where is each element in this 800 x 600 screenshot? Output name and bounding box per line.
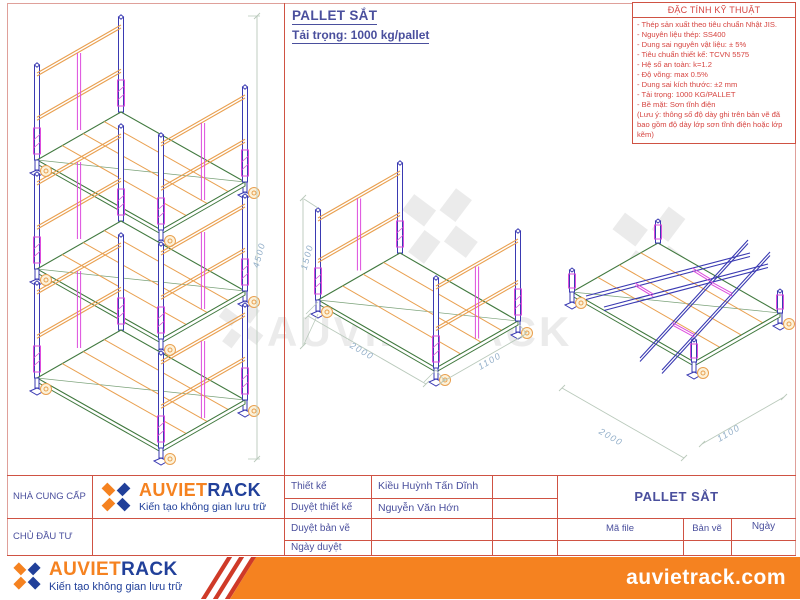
spec-item: - Thép sản xuất theo tiêu chuẩn Nhật JIS… xyxy=(637,20,778,29)
approval-date-label: Ngày duyệt xyxy=(291,542,342,553)
spec-item: - Tải trọng: 1000 KG/PALLET xyxy=(637,90,736,99)
footer-bar: AUVIETRACK Kiến tạo không gian lưu trữ a… xyxy=(0,556,800,600)
logo-text: AUVIETRACK xyxy=(49,558,178,580)
spec-item: - Độ võng: max 0.5% xyxy=(637,70,708,79)
design-label: Thiết kế xyxy=(291,481,327,492)
logo-text: AUVIETRACK xyxy=(139,480,262,500)
titleblock-line xyxy=(557,475,558,555)
footer-orange-band xyxy=(230,557,800,599)
titleblock-line xyxy=(371,475,372,555)
titleblock-line xyxy=(284,498,557,499)
spec-item: - Dung sai nguyên vật liệu: ± 5% xyxy=(637,40,747,49)
footer-website: auvietrack.com xyxy=(626,566,786,589)
single-pallet-drawing xyxy=(299,160,533,388)
spec-item: - Bề mặt: Sơn tĩnh điện xyxy=(637,100,716,109)
date-label: Ngày xyxy=(751,521,776,532)
specs-box: ĐẶC TÍNH KỸ THUẬT - Thép sản xuất theo t… xyxy=(632,2,796,144)
logo-tagline: Kiến tạo không gian lưu trữ xyxy=(139,501,267,513)
titleblock-line xyxy=(284,540,796,541)
design-value: Kiều Huỳnh Tấn Dĩnh xyxy=(378,480,479,492)
design-approval-label: Duyệt thiết kế xyxy=(291,502,353,513)
page-title: PALLET SẮT xyxy=(292,8,378,25)
footer-logo: AUVIETRACK Kiến tạo không gian lưu trữ xyxy=(10,559,182,593)
titleblock-line xyxy=(731,518,732,555)
titleblock-line xyxy=(92,475,93,555)
titleblock-line xyxy=(683,518,684,555)
supplier-label: NHÀ CUNG CẤP xyxy=(13,491,86,502)
drawing-approval-label: Duyệt bản vẽ xyxy=(291,523,350,534)
folded-pallet-drawing xyxy=(558,218,795,462)
sheet-header: PALLET SẮT Tải trọng: 1000 kg/pallet xyxy=(292,8,430,44)
watermark-x-icon xyxy=(402,188,478,264)
spec-item: - Tiêu chuẩn thiết kế: TCVN 5575 xyxy=(637,50,750,59)
drawing-number-label: Bản vẽ xyxy=(692,523,722,534)
logo-x-icon xyxy=(101,482,131,512)
file-code-label: Mã file xyxy=(606,523,634,534)
titleblock-line xyxy=(7,518,796,519)
logo-tagline: Kiến tạo không gian lưu trữ xyxy=(49,580,183,593)
titleblock-line xyxy=(7,475,796,476)
spec-item: - Nguyên liệu thép: SS400 xyxy=(637,30,726,39)
logo-x-icon xyxy=(13,562,41,590)
design-approval-value: Nguyễn Văn Hớn xyxy=(378,502,460,514)
spec-item: - Hệ số an toàn: k=1.2 xyxy=(637,60,712,69)
company-logo: AUVIETRACK Kiến tạo không gian lưu trữ xyxy=(98,479,266,515)
section-divider xyxy=(284,3,285,556)
specs-title: ĐẶC TÍNH KỸ THUẬT xyxy=(633,3,795,18)
product-title: PALLET SẮT xyxy=(634,489,719,504)
specs-note: (Lưu ý: thông số độ dày ghi trên bản vẽ … xyxy=(637,110,783,139)
spec-item: - Dung sai kích thước: ±2 mm xyxy=(637,80,738,89)
titleblock-line xyxy=(492,475,493,555)
investor-label: CHỦ ĐẦU TƯ xyxy=(13,531,73,542)
load-capacity-note: Tải trọng: 1000 kg/pallet xyxy=(292,28,430,44)
stacked-pallet-drawing xyxy=(28,12,261,466)
titleblock-line xyxy=(7,555,796,556)
specs-list: - Thép sản xuất theo tiêu chuẩn Nhật JIS… xyxy=(633,18,795,143)
